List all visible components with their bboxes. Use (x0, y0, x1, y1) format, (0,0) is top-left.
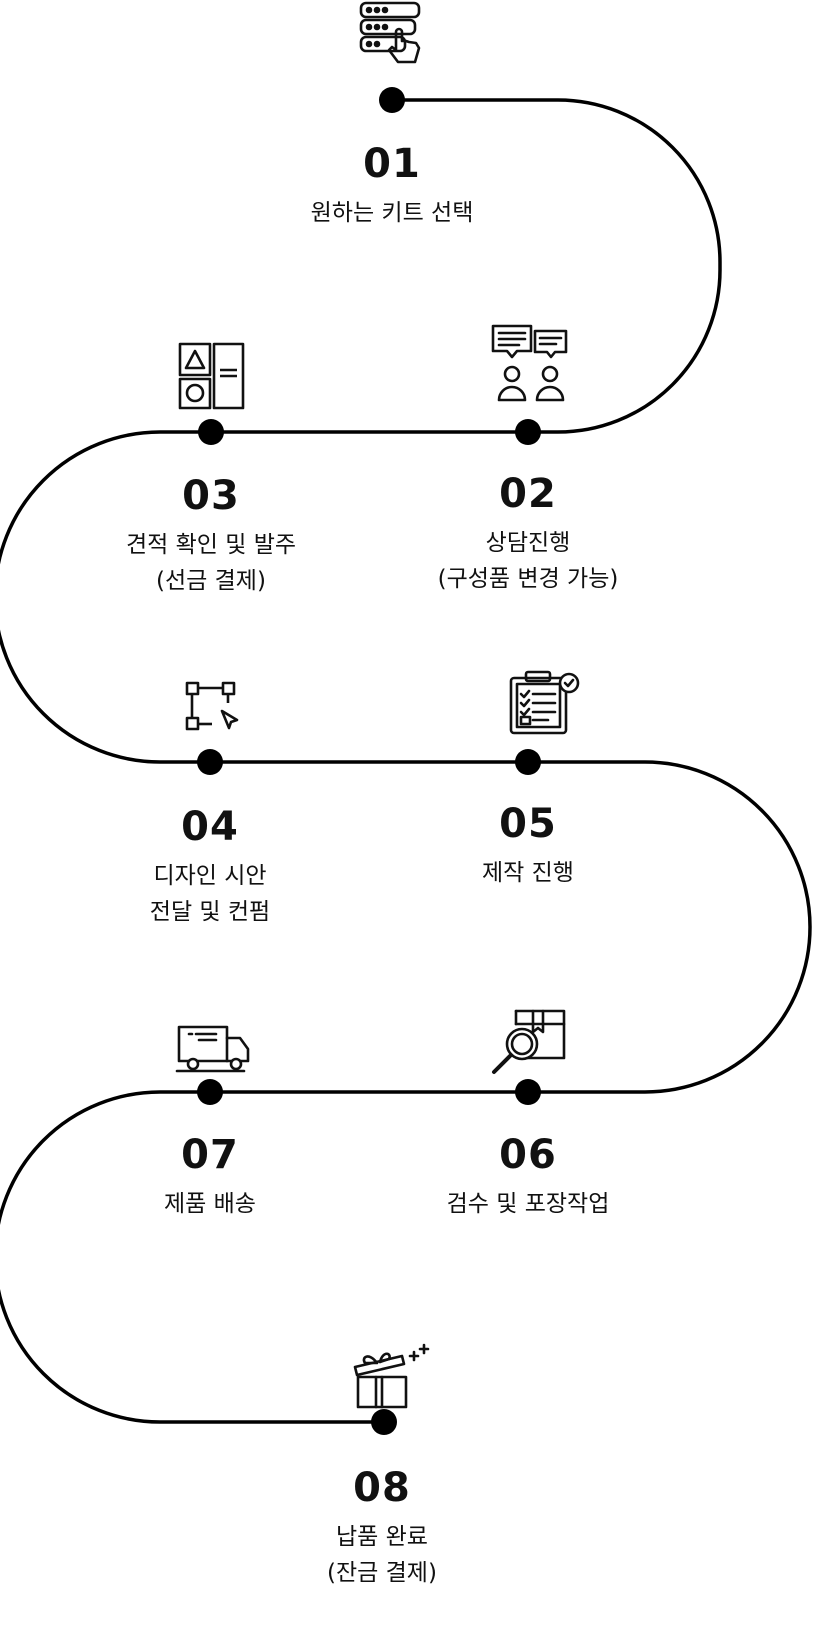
step-label-line: 검수 및 포장작업 (446, 1191, 610, 1217)
step-number: 08 (353, 1465, 411, 1511)
step-01: 01 원하는 키트 선택 (242, 142, 542, 231)
step-number: 06 (499, 1132, 557, 1178)
step-label: 납품 완료 (잔금 결제) (232, 1519, 532, 1591)
gift-box-icon (353, 1343, 430, 1409)
step-number: 03 (182, 473, 240, 519)
checklist-clipboard-icon (509, 670, 580, 735)
step-04-dot (197, 749, 223, 775)
step-number: 07 (181, 1132, 239, 1178)
step-06: 06 검수 및 포장작업 (378, 1133, 678, 1222)
step-06-dot (515, 1079, 541, 1105)
step-number: 04 (181, 804, 239, 850)
step-number: 02 (499, 471, 557, 517)
step-05: 05 제작 진행 (378, 802, 678, 891)
step-02-dot (515, 419, 541, 445)
step-08: 08 납품 완료 (잔금 결제) (232, 1466, 532, 1591)
step-01-dot (379, 87, 405, 113)
step-03-dot (198, 419, 224, 445)
step-02: 02 상담진행 (구성품 변경 가능) (378, 472, 678, 597)
step-03: 03 견적 확인 및 발주 (선금 결제) (61, 474, 361, 599)
step-label: 제작 진행 (378, 855, 678, 891)
step-label-line: 제품 배송 (164, 1191, 256, 1217)
step-number: 05 (499, 801, 557, 847)
product-layout-icon (178, 342, 245, 410)
step-label-line: (구성품 변경 가능) (437, 566, 619, 592)
step-label: 검수 및 포장작업 (378, 1186, 678, 1222)
step-label: 상담진행 (구성품 변경 가능) (378, 525, 678, 597)
server-touch-icon (359, 1, 421, 64)
step-label-line: 납품 완료 (336, 1524, 428, 1550)
step-07-dot (197, 1079, 223, 1105)
step-label-line: 원하는 키트 선택 (310, 200, 474, 226)
step-08-dot (371, 1409, 397, 1435)
step-label: 견적 확인 및 발주 (선금 결제) (61, 527, 361, 599)
step-label-line: 상담진행 (485, 530, 571, 556)
step-label-line: 견적 확인 및 발주 (125, 532, 297, 558)
step-label-line: 디자인 시안 (153, 863, 267, 889)
step-label-line: 제작 진행 (482, 860, 574, 886)
step-label: 디자인 시안 전달 및 컨펌 (60, 858, 360, 930)
vector-design-icon (185, 681, 239, 731)
step-label-line: (선금 결제) (156, 568, 266, 594)
consultation-chat-icon (491, 324, 568, 402)
delivery-truck-icon (175, 1025, 250, 1073)
step-07: 07 제품 배송 (60, 1133, 360, 1222)
timeline-curve (0, 98, 812, 1424)
step-label-line: 전달 및 컨펌 (149, 899, 271, 925)
step-04: 04 디자인 시안 전달 및 컨펌 (60, 805, 360, 930)
step-label: 원하는 키트 선택 (242, 195, 542, 231)
box-inspection-icon (492, 1009, 566, 1074)
step-label: 제품 배송 (60, 1186, 360, 1222)
step-label-line: (잔금 결제) (327, 1560, 437, 1586)
step-05-dot (515, 749, 541, 775)
step-number: 01 (363, 141, 421, 187)
